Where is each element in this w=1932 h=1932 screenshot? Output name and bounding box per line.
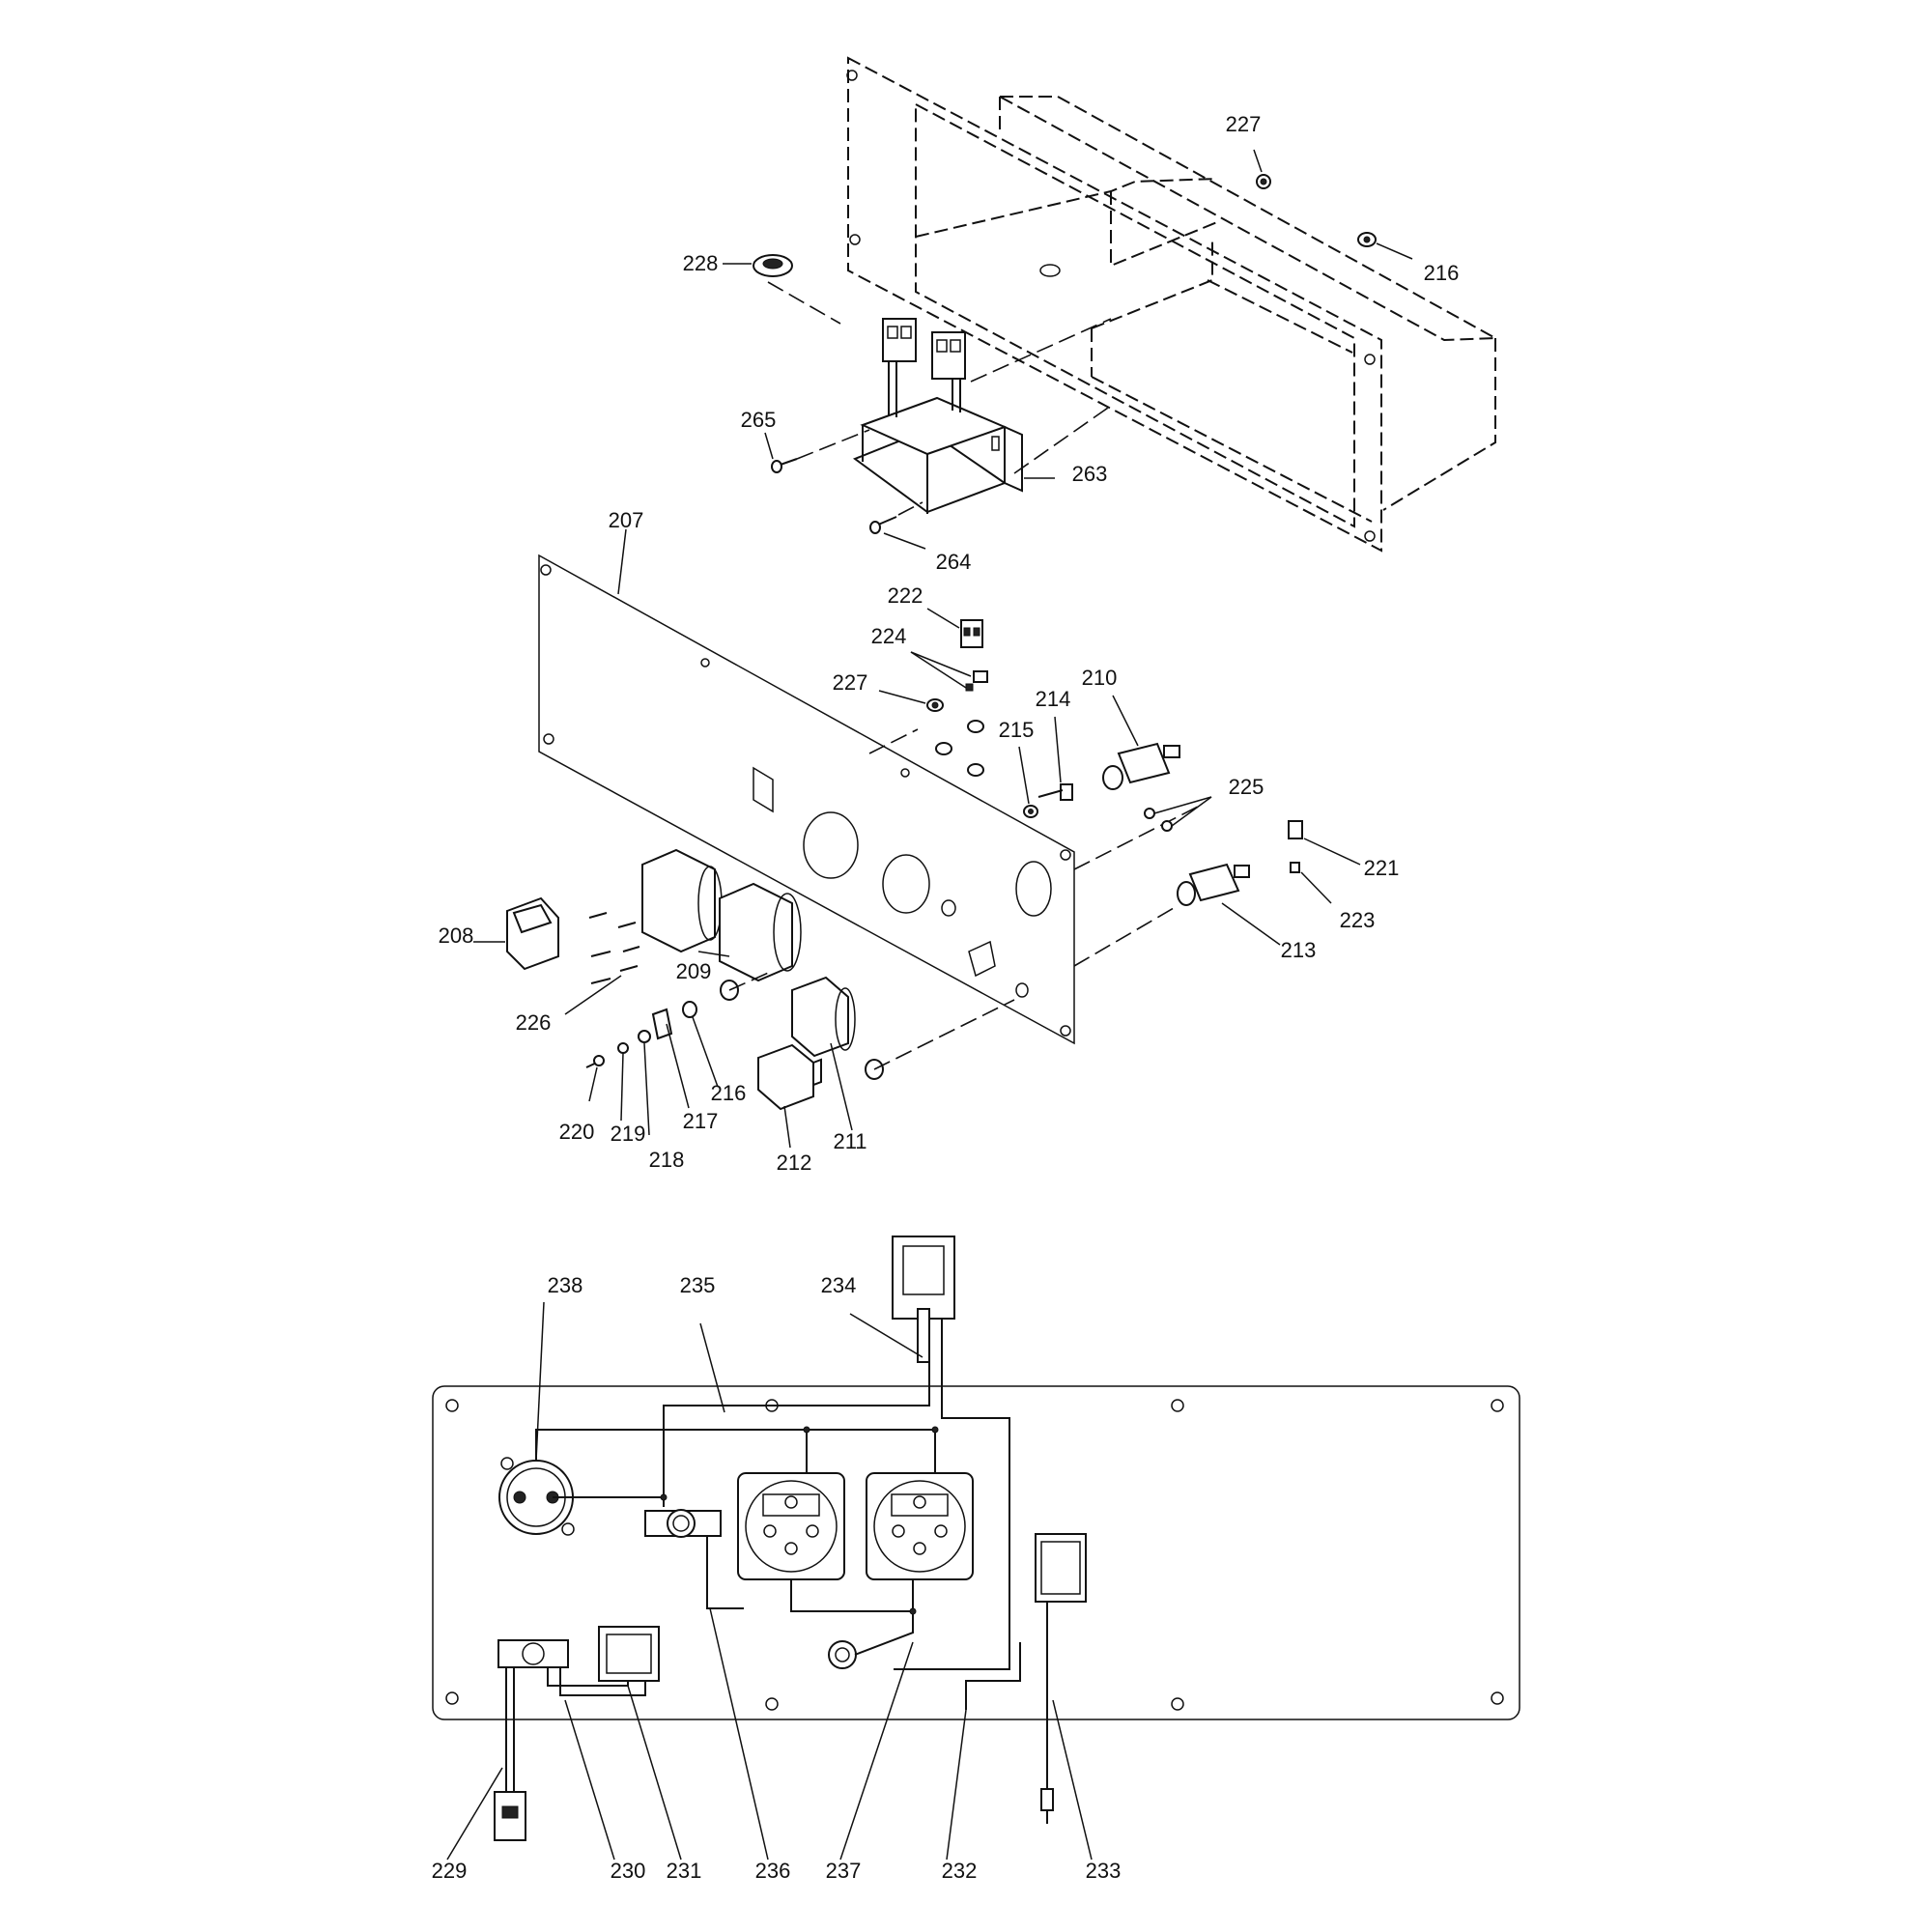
- nuts-225: [1144, 796, 1212, 832]
- label-265: 265: [741, 408, 777, 432]
- screw-264: [869, 501, 926, 550]
- label-209: 209: [676, 959, 712, 983]
- rocker-switch-233: [1035, 1533, 1087, 1603]
- ground-terminal: [828, 1640, 857, 1669]
- plug-233-end: [1040, 1788, 1054, 1824]
- terminal-224: [910, 651, 988, 692]
- label-232: 232: [942, 1859, 978, 1883]
- socket-238: [498, 1457, 575, 1536]
- label-213: 213: [1281, 938, 1317, 962]
- screws-226: [564, 912, 640, 1015]
- label-211: 211: [833, 1129, 867, 1153]
- washer-216-top: [1357, 232, 1413, 260]
- screw-214: [1037, 716, 1073, 801]
- label-217: 217: [683, 1109, 719, 1133]
- label-226: 226: [516, 1010, 552, 1035]
- label-224: 224: [871, 624, 907, 648]
- label-220: 220: [559, 1120, 595, 1144]
- wiring-panel: [432, 1385, 1520, 1720]
- label-216-top: 216: [1424, 261, 1460, 285]
- label-233: 233: [1086, 1859, 1122, 1883]
- label-263: 263: [1072, 462, 1108, 486]
- switch-231: [598, 1626, 660, 1682]
- label-227-panel: 227: [833, 670, 868, 695]
- fuse-holder: [497, 1639, 569, 1668]
- nut-227-top: [1253, 149, 1271, 189]
- nut-227-panel: [878, 690, 984, 777]
- component-box-263: [852, 318, 1112, 514]
- wiring-harness: [505, 1319, 1048, 1792]
- grommet-228: [723, 254, 841, 325]
- terminal-221: [1288, 820, 1361, 866]
- rocker-switch-208: [473, 896, 559, 971]
- outlet-212: [757, 1043, 822, 1149]
- label-235: 235: [680, 1273, 716, 1297]
- control-box-housing: [846, 56, 1499, 553]
- label-221: 221: [1364, 856, 1400, 880]
- label-225: 225: [1229, 775, 1264, 799]
- washer-215: [1018, 746, 1038, 818]
- connector-234: [892, 1236, 955, 1363]
- label-264: 264: [936, 550, 972, 574]
- connector-222: [926, 608, 983, 648]
- schuko-outlet-left: [737, 1472, 845, 1580]
- label-218: 218: [649, 1148, 685, 1172]
- label-234: 234: [821, 1273, 857, 1297]
- label-208: 208: [439, 923, 474, 948]
- label-229: 229: [432, 1859, 468, 1883]
- fastener-stack: [585, 970, 1015, 1136]
- label-215: 215: [999, 718, 1035, 742]
- label-207: 207: [609, 508, 644, 532]
- leader-lines-bottom: [446, 1301, 1093, 1861]
- label-227-top: 227: [1226, 112, 1262, 136]
- label-216-panel: 216: [711, 1081, 747, 1105]
- front-panel-207: [538, 528, 1199, 1045]
- breaker-indicator: [644, 1509, 722, 1538]
- label-210: 210: [1082, 666, 1118, 690]
- label-228: 228: [683, 251, 719, 275]
- terminal-223: [1290, 862, 1332, 904]
- circuit-breaker-210: [1102, 695, 1180, 790]
- label-230: 230: [611, 1859, 646, 1883]
- circuit-breaker-213: [1177, 863, 1281, 946]
- label-223: 223: [1340, 908, 1376, 932]
- label-219: 219: [611, 1122, 646, 1146]
- part-labels: 227 216 228 265 263 264 207 222 224 227 …: [432, 112, 1460, 1883]
- label-238: 238: [548, 1273, 583, 1297]
- outlets-209: [641, 848, 802, 982]
- screw-265: [764, 429, 870, 473]
- label-231: 231: [667, 1859, 702, 1883]
- label-236: 236: [755, 1859, 791, 1883]
- connector-229: [494, 1791, 526, 1841]
- schuko-outlet-right: [866, 1472, 974, 1580]
- label-214: 214: [1036, 687, 1071, 711]
- label-237: 237: [826, 1859, 862, 1883]
- label-212: 212: [777, 1151, 812, 1175]
- label-222: 222: [888, 583, 923, 608]
- breaker-211: [791, 976, 856, 1131]
